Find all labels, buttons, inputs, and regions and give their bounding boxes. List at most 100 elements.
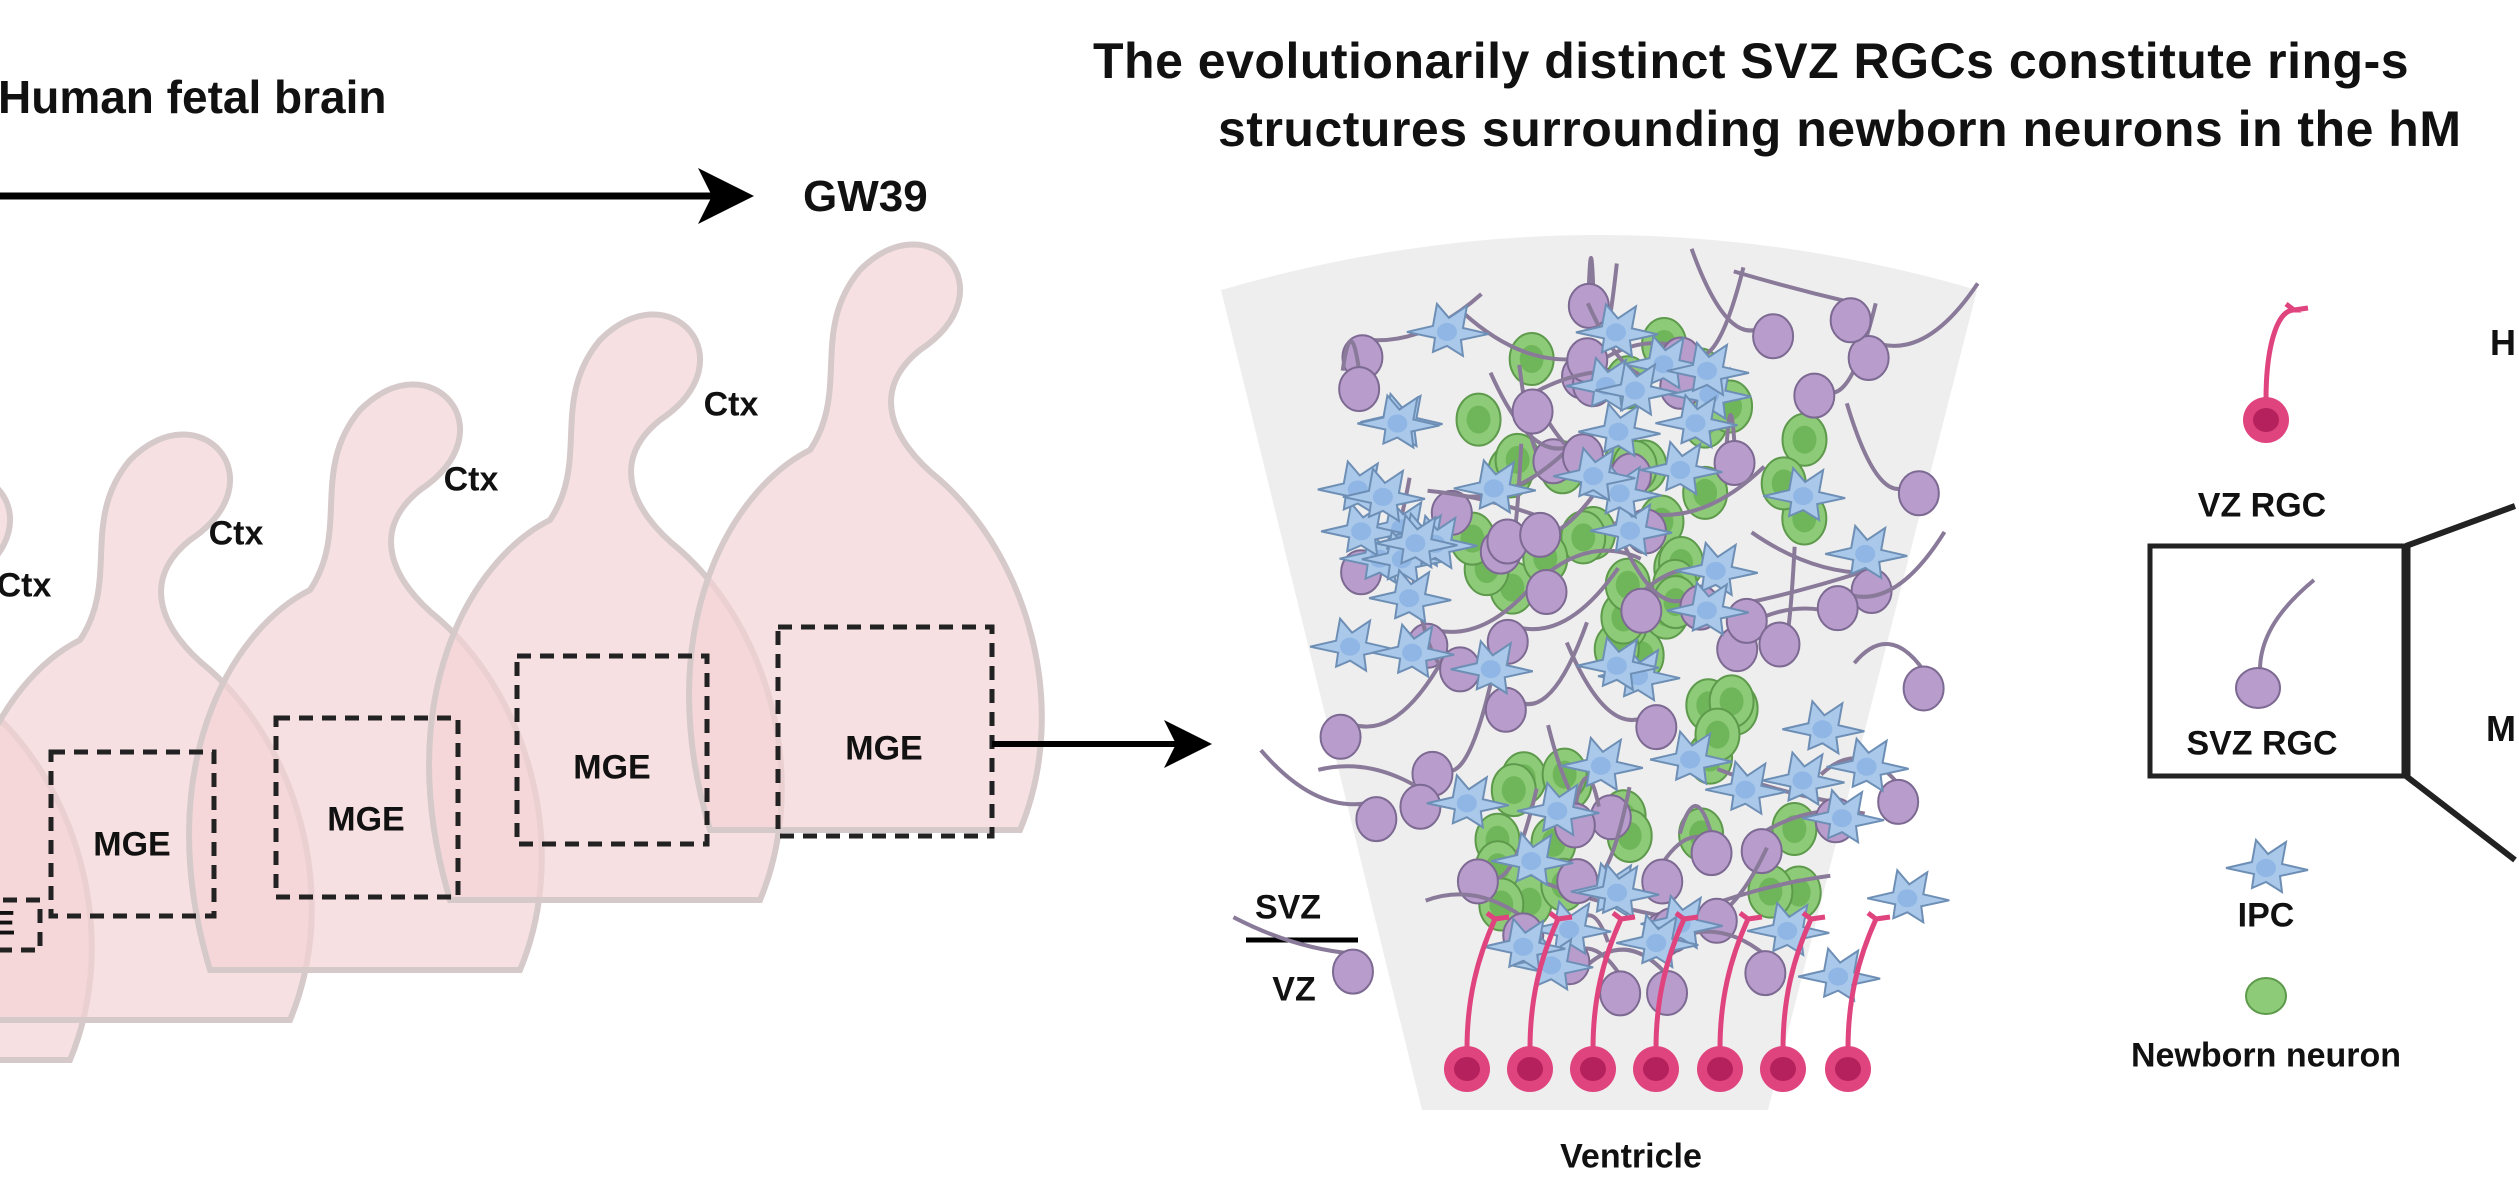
svz-rgc-cell	[1847, 282, 1980, 382]
ipc-nucleus	[1606, 656, 1627, 675]
ipc-cell	[1747, 900, 1830, 957]
timeline-label: Human fetal brain	[0, 71, 387, 123]
ipc-cell	[1762, 465, 1846, 523]
ipc-cell	[1490, 830, 1574, 887]
vz-rgc-fiber	[1590, 911, 1636, 1050]
ipc-nucleus	[1620, 521, 1641, 540]
ipc-nucleus	[1812, 720, 1833, 739]
ipc-nucleus	[1513, 937, 1534, 956]
vz-rgc-fiber	[1780, 911, 1826, 1050]
svz-rgc-body	[1635, 704, 1678, 751]
ipc-nucleus	[1456, 794, 1477, 813]
ipc-nucleus	[1685, 414, 1706, 433]
vz-rgc-nucleus	[1580, 1057, 1606, 1081]
svz-rgc-cell	[1319, 657, 1446, 760]
ipc-nucleus	[1696, 361, 1717, 380]
svz-rgc-body	[1511, 388, 1554, 435]
svz-rgc-body	[1713, 439, 1756, 486]
neuron-nucleus	[1571, 523, 1596, 552]
ipc-cell	[1826, 736, 1909, 793]
ipc-cell	[1426, 773, 1510, 830]
svz-rgc-body	[1877, 778, 1920, 825]
ipc-cell	[1560, 735, 1644, 792]
svz-rgc-body	[1599, 970, 1642, 1017]
svz-rgc-body	[1331, 948, 1374, 995]
ipc-cell	[1782, 699, 1865, 756]
ipc-nucleus	[1832, 809, 1853, 828]
ipc-nucleus	[1777, 921, 1798, 940]
ipc-cell	[1517, 780, 1600, 837]
ipc-cell	[1797, 946, 1881, 1003]
svz-rgc-body	[1897, 470, 1940, 517]
ipc-cell	[1576, 635, 1660, 692]
newborn-neuron-cell	[1781, 412, 1828, 467]
svz-rgc-cell	[1733, 269, 1872, 344]
svz-rgc-fiber	[1586, 255, 1596, 288]
vz-rgc-cell	[2243, 302, 2309, 443]
svz-rgc-fiber	[1340, 339, 1362, 372]
svz-rgc-body	[1620, 587, 1663, 634]
ipc-cell	[1357, 393, 1440, 450]
ipc-cell	[1375, 513, 1458, 570]
svz-rgc-fiber	[1545, 548, 1642, 576]
vz-rgc-nucleus	[1517, 1057, 1543, 1081]
vz-rgc-cell	[1697, 911, 1763, 1092]
legend-svz-rgc-label: SVZ RGC	[2186, 724, 2338, 763]
svz-rgc-cell	[1677, 803, 1733, 877]
ipc-nucleus	[1605, 323, 1626, 342]
svz-rgc-cell	[1525, 548, 1642, 615]
ipc-nucleus	[1351, 522, 1372, 541]
svz-rgc-fiber	[1424, 892, 1525, 920]
svz-rgc-cell	[1844, 402, 1940, 517]
svz-rgc-fiber	[1572, 775, 1601, 808]
svz-rgc-fiber	[1586, 947, 1669, 977]
neuron-nucleus	[1719, 687, 1744, 716]
neuron-nucleus	[1758, 877, 1783, 906]
ipc-cell	[1453, 458, 1537, 515]
ipc-cell	[1666, 340, 1750, 397]
ipc-nucleus	[1547, 801, 1568, 820]
svz-rgc-fiber	[1232, 915, 1354, 956]
svz-rgc-body	[1355, 796, 1398, 843]
ipc-nucleus	[1583, 467, 1604, 486]
ipc-cell	[1483, 916, 1566, 973]
svz-rgc-body	[1399, 783, 1442, 830]
vz-rgc-cell	[1507, 911, 1573, 1092]
ipc-nucleus	[1696, 601, 1717, 620]
svz-rgc-cell	[1338, 339, 1381, 413]
svz-rgc-body	[1519, 511, 1562, 558]
ipc-nucleus	[1521, 852, 1542, 871]
vz-rgc-cell	[1825, 911, 1891, 1092]
svz-rgc-body	[1744, 950, 1787, 997]
ctx-label: Ctx	[208, 514, 264, 553]
cut-off-label-mid: M	[2486, 708, 2516, 749]
ipc-nucleus	[1436, 322, 1457, 341]
ipc-cell	[1368, 567, 1452, 625]
svz-rgc-body	[1484, 686, 1527, 733]
cell-cluster	[1232, 248, 1980, 1092]
svz-rgc-fiber	[1750, 530, 1872, 575]
svz-rgc-body	[1847, 335, 1890, 382]
ipc-nucleus	[1483, 479, 1504, 498]
ctx-label: Ctx	[0, 566, 52, 605]
vz-rgc-cell	[1633, 911, 1699, 1092]
neuron-nucleus	[1705, 720, 1730, 749]
ipc-nucleus	[1387, 414, 1408, 433]
svz-rgc-fiber	[1317, 764, 1422, 791]
vz-rgc-nucleus	[1770, 1057, 1796, 1081]
svz-rgc-body	[1456, 858, 1499, 905]
svz-rgc-fiber	[1724, 413, 1737, 446]
ipc-nucleus	[1608, 422, 1629, 441]
ipc-cell	[1406, 301, 1490, 358]
ipc-nucleus	[1897, 889, 1918, 908]
ipc-cell	[1655, 392, 1738, 450]
svz-rgc-body	[1758, 621, 1801, 668]
svz-rgc-fiber	[1677, 803, 1714, 836]
vz-rgc-cell	[1444, 911, 1510, 1092]
svz-rgc-body	[1740, 828, 1783, 875]
ipc-nucleus	[2256, 859, 2276, 877]
vz-rgc-fiber	[1527, 911, 1573, 1050]
svz-rgc-fiber	[2258, 578, 2316, 671]
ipc-cell	[1576, 862, 1660, 919]
ipc-cell	[1616, 912, 1699, 969]
